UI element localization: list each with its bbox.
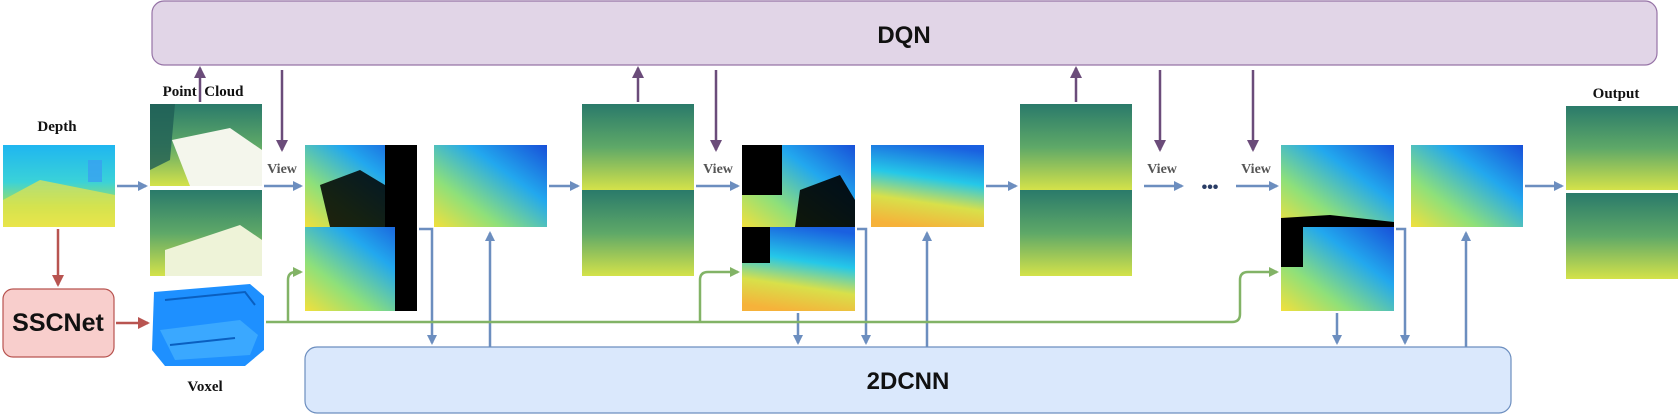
sscnet-label: SSCNet	[12, 309, 104, 337]
stage1-point-cloud-bottom	[582, 190, 694, 276]
voxel-feed-lines	[266, 267, 1279, 324]
stagen-view-top	[1281, 145, 1394, 227]
depth-label: Depth	[37, 119, 77, 135]
stage2-view-top	[742, 145, 855, 227]
blue-flow-arrows	[117, 181, 1564, 347]
view-label-3: View	[1147, 162, 1178, 177]
dqn-label: DQN	[877, 22, 930, 49]
view-label-1: View	[267, 162, 298, 177]
stagen-completed-depth	[1411, 145, 1523, 227]
point-cloud-image-top	[150, 104, 262, 186]
sscnet-arrows	[52, 229, 150, 329]
stage2-point-cloud-bottom	[1020, 190, 1132, 276]
stage2-view-bottom	[742, 227, 855, 311]
output-image-bottom	[1566, 193, 1678, 279]
point-cloud-label: Point Cloud	[163, 84, 245, 100]
ellipsis: •••	[1202, 179, 1219, 196]
output-image-top	[1566, 106, 1678, 190]
stage1-view-bottom	[305, 227, 417, 311]
sscnet-block: SSCNet	[2, 288, 115, 358]
stagen-view-bottom	[1281, 227, 1394, 311]
cnn-block: 2DCNN	[304, 346, 1512, 414]
view-label-2: View	[703, 162, 734, 177]
dqn-arrows	[194, 66, 1259, 152]
stage1-view-top	[305, 145, 417, 227]
cnn-label: 2DCNN	[867, 368, 950, 395]
voxel-label: Voxel	[187, 379, 222, 395]
point-cloud-image-bottom	[150, 190, 262, 276]
output-label: Output	[1593, 86, 1640, 102]
stage1-completed-depth	[434, 145, 547, 227]
voxel-image	[152, 284, 264, 366]
stage2-point-cloud-top	[1020, 104, 1132, 190]
stage1-point-cloud-top	[582, 104, 694, 190]
view-label-4: View	[1241, 162, 1272, 177]
depth-image	[3, 145, 115, 227]
dqn-block: DQN	[151, 0, 1658, 66]
stage2-completed-depth	[871, 145, 984, 227]
